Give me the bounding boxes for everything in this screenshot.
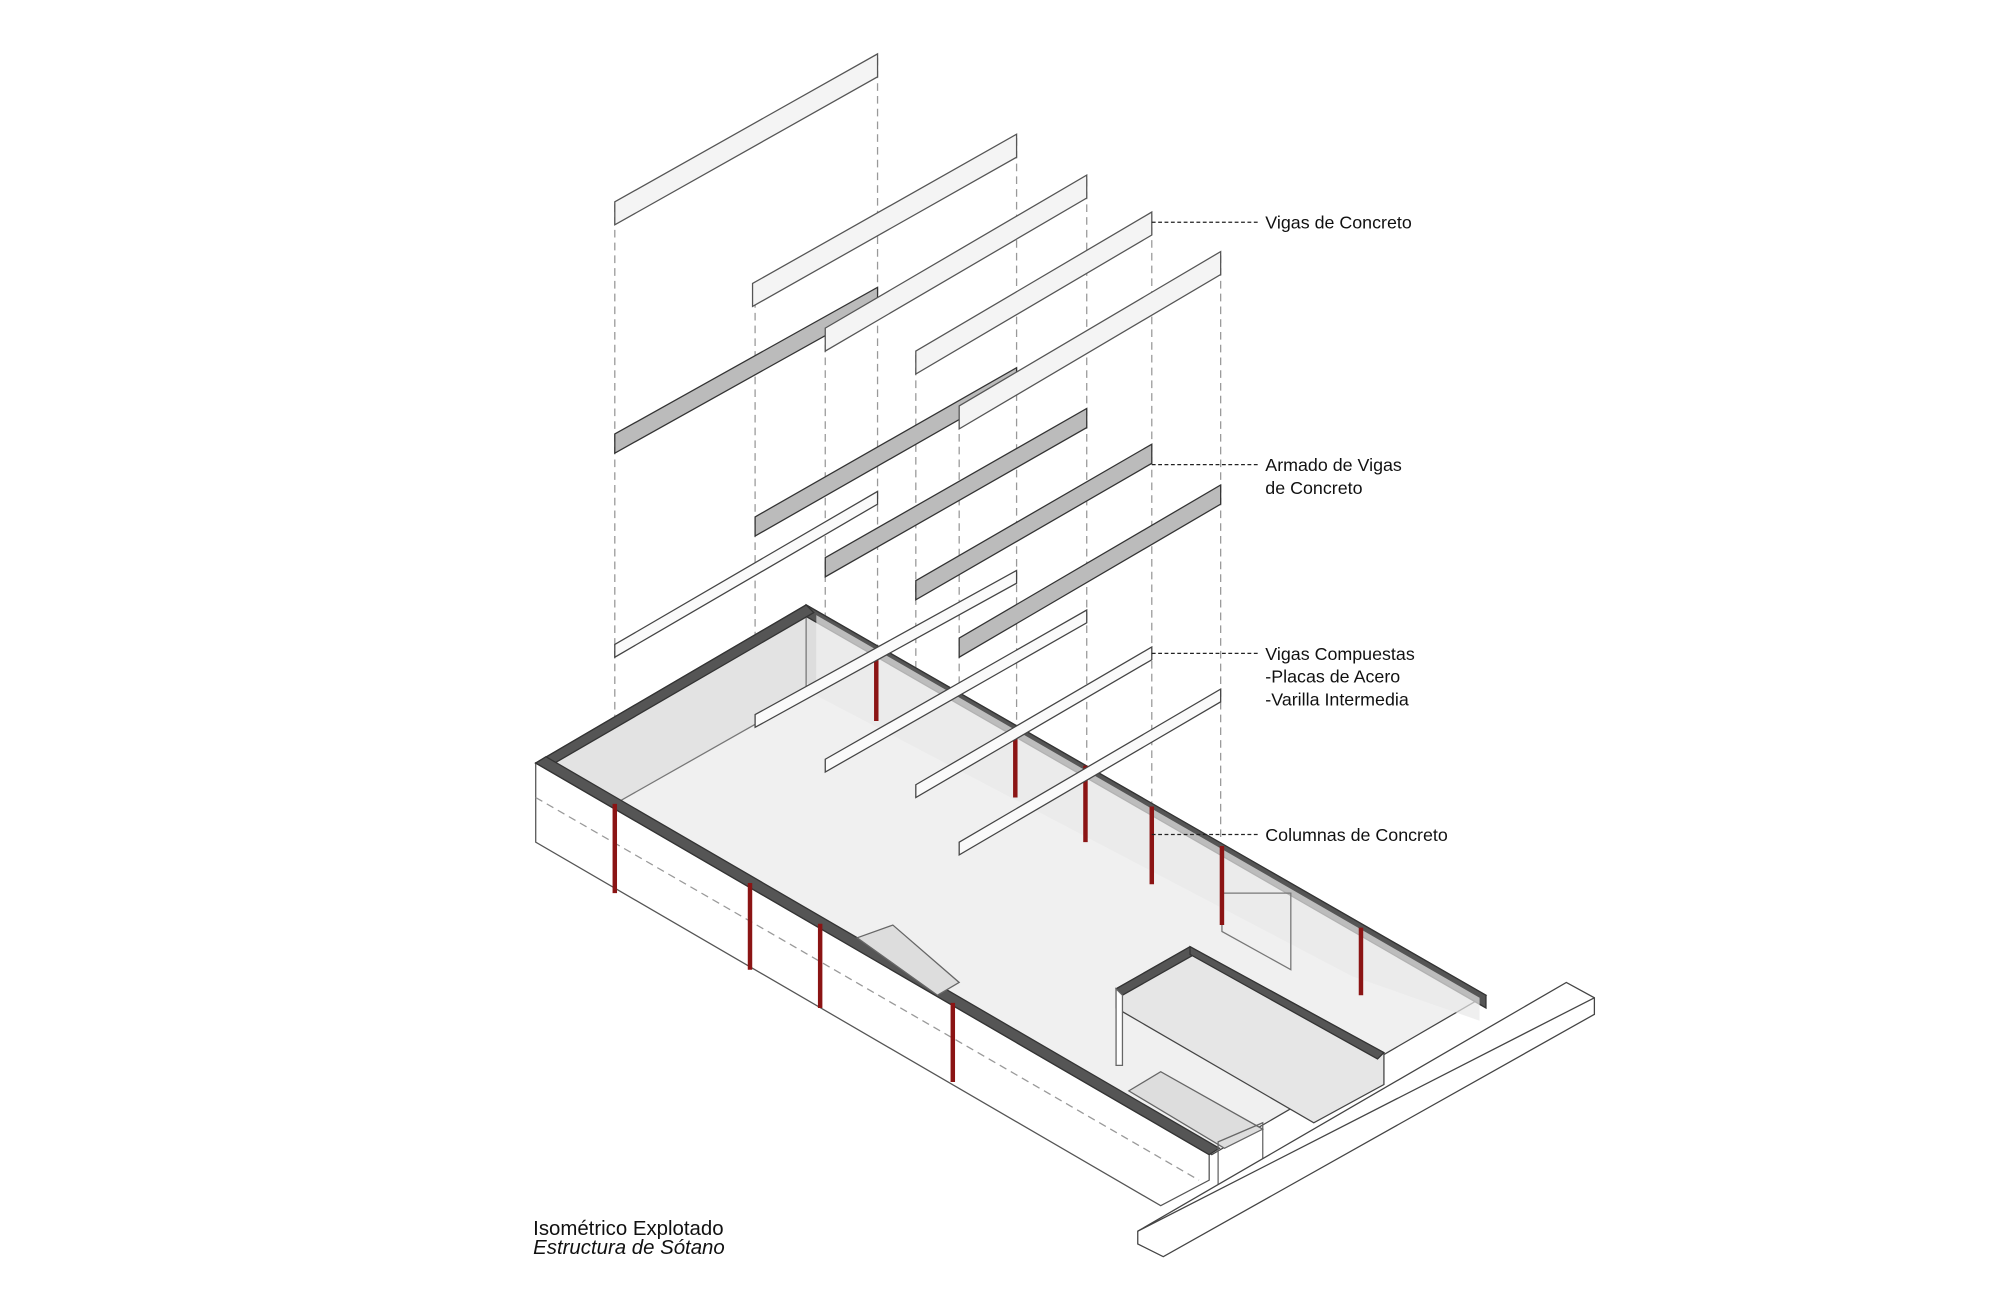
label-composite-line1: Vigas Compuestas xyxy=(1265,644,1415,664)
label-columns: Columnas de Concreto xyxy=(1265,825,1448,845)
label-rebar-line2: de Concreto xyxy=(1265,478,1362,498)
concrete-beams xyxy=(614,52,1222,431)
composite-beams xyxy=(614,490,1222,857)
rebar-cages xyxy=(614,286,1222,659)
label-composite-line3: -Varilla Intermedia xyxy=(1265,690,1409,710)
caption-title: Isométrico Explotado xyxy=(533,1218,723,1240)
leader-lines xyxy=(1151,221,1261,836)
label-rebar-line1: Armado de Vigas xyxy=(1265,455,1402,475)
caption-subtitle: Estructura de Sótano xyxy=(533,1237,725,1259)
label-composite-line2: -Placas de Acero xyxy=(1265,667,1400,687)
label-concrete-beams: Vigas de Concreto xyxy=(1265,213,1412,233)
basement xyxy=(534,603,1596,1258)
